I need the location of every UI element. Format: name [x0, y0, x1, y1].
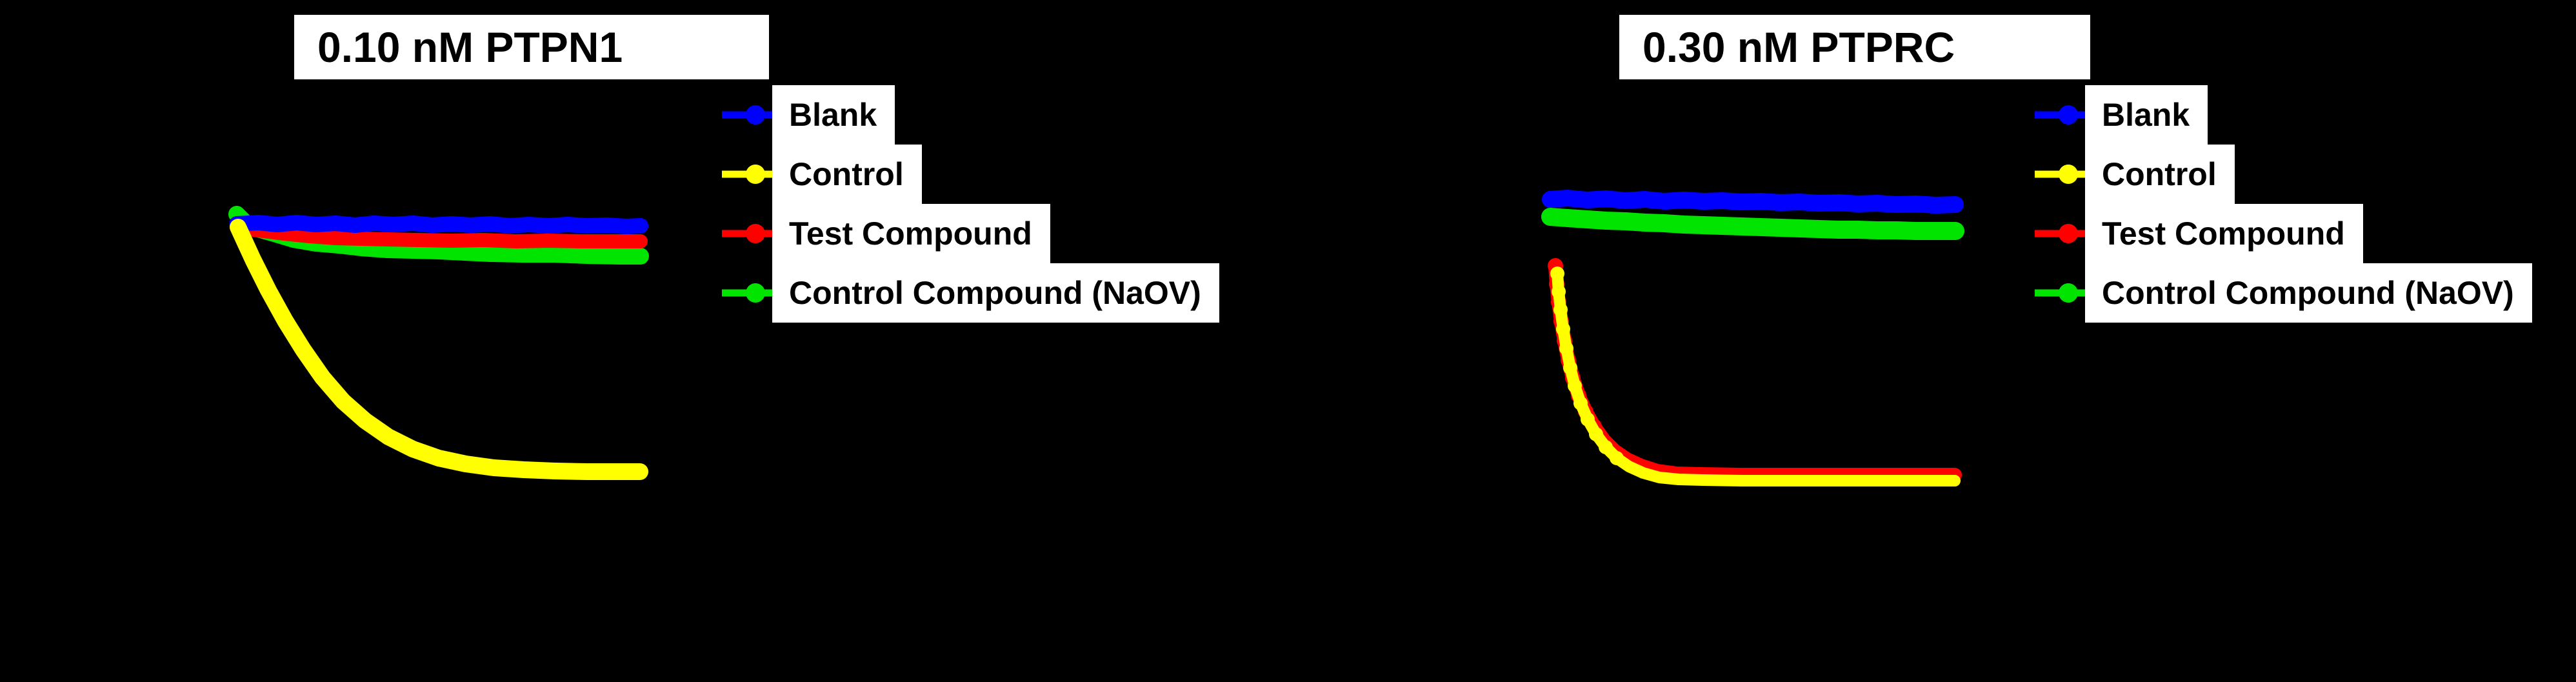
legend-line-marker-icon [2035, 283, 2085, 303]
legend-label: Control Compound (NaOV) [772, 263, 1219, 323]
series-control-compound-naov- [1541, 208, 1964, 240]
series-blank [1542, 190, 1964, 214]
marker-dot [1559, 341, 1573, 356]
legend-item-control: Control [722, 145, 922, 204]
series-test-compound [1548, 259, 1962, 482]
marker-dot [1581, 412, 1595, 426]
marker-dot [1556, 322, 1570, 336]
legend-label: Test Compound [2085, 204, 2363, 263]
marker-dot [1568, 379, 1582, 393]
marker-dot [1589, 427, 1603, 441]
legend-label: Control [772, 145, 922, 204]
legend-item-control-compound: Control Compound (NaOV) [722, 263, 1219, 323]
legend-label: Control Compound (NaOV) [2085, 263, 2532, 323]
legend-line-marker-icon [722, 105, 772, 125]
legend-line-marker-icon [722, 165, 772, 184]
panel-title: 0.10 nM PTPN1 [294, 15, 769, 79]
marker-dot [1553, 303, 1568, 317]
legend-line-marker-icon [722, 283, 772, 303]
marker-dot [1552, 285, 1566, 299]
legend-item-control-compound: Control Compound (NaOV) [2035, 263, 2532, 323]
legend-label: Test Compound [772, 204, 1050, 263]
series-test-compound [230, 220, 648, 248]
marker-dot [1563, 361, 1577, 375]
marker-dot [1610, 451, 1624, 465]
series-blank [229, 215, 648, 234]
legend-label: Blank [2085, 85, 2208, 145]
legend-label: Control [2085, 145, 2235, 204]
legend-item-blank: Blank [722, 85, 895, 145]
marker-dot [1550, 266, 1564, 281]
legend-line-marker-icon [2035, 224, 2085, 243]
legend-item-control: Control [2035, 145, 2235, 204]
legend-label: Blank [772, 85, 895, 145]
marker-dot [1599, 440, 1613, 454]
series-control [1552, 268, 1961, 486]
marker-dot [1573, 396, 1588, 410]
series-control [230, 219, 648, 480]
legend-line-marker-icon [2035, 165, 2085, 184]
panel-title: 0.30 nM PTPRC [1619, 15, 2090, 79]
legend-line-marker-icon [722, 224, 772, 243]
legend-item-blank: Blank [2035, 85, 2208, 145]
legend-line-marker-icon [2035, 105, 2085, 125]
legend-item-test-compound: Test Compound [722, 204, 1050, 263]
legend-item-test-compound: Test Compound [2035, 204, 2363, 263]
